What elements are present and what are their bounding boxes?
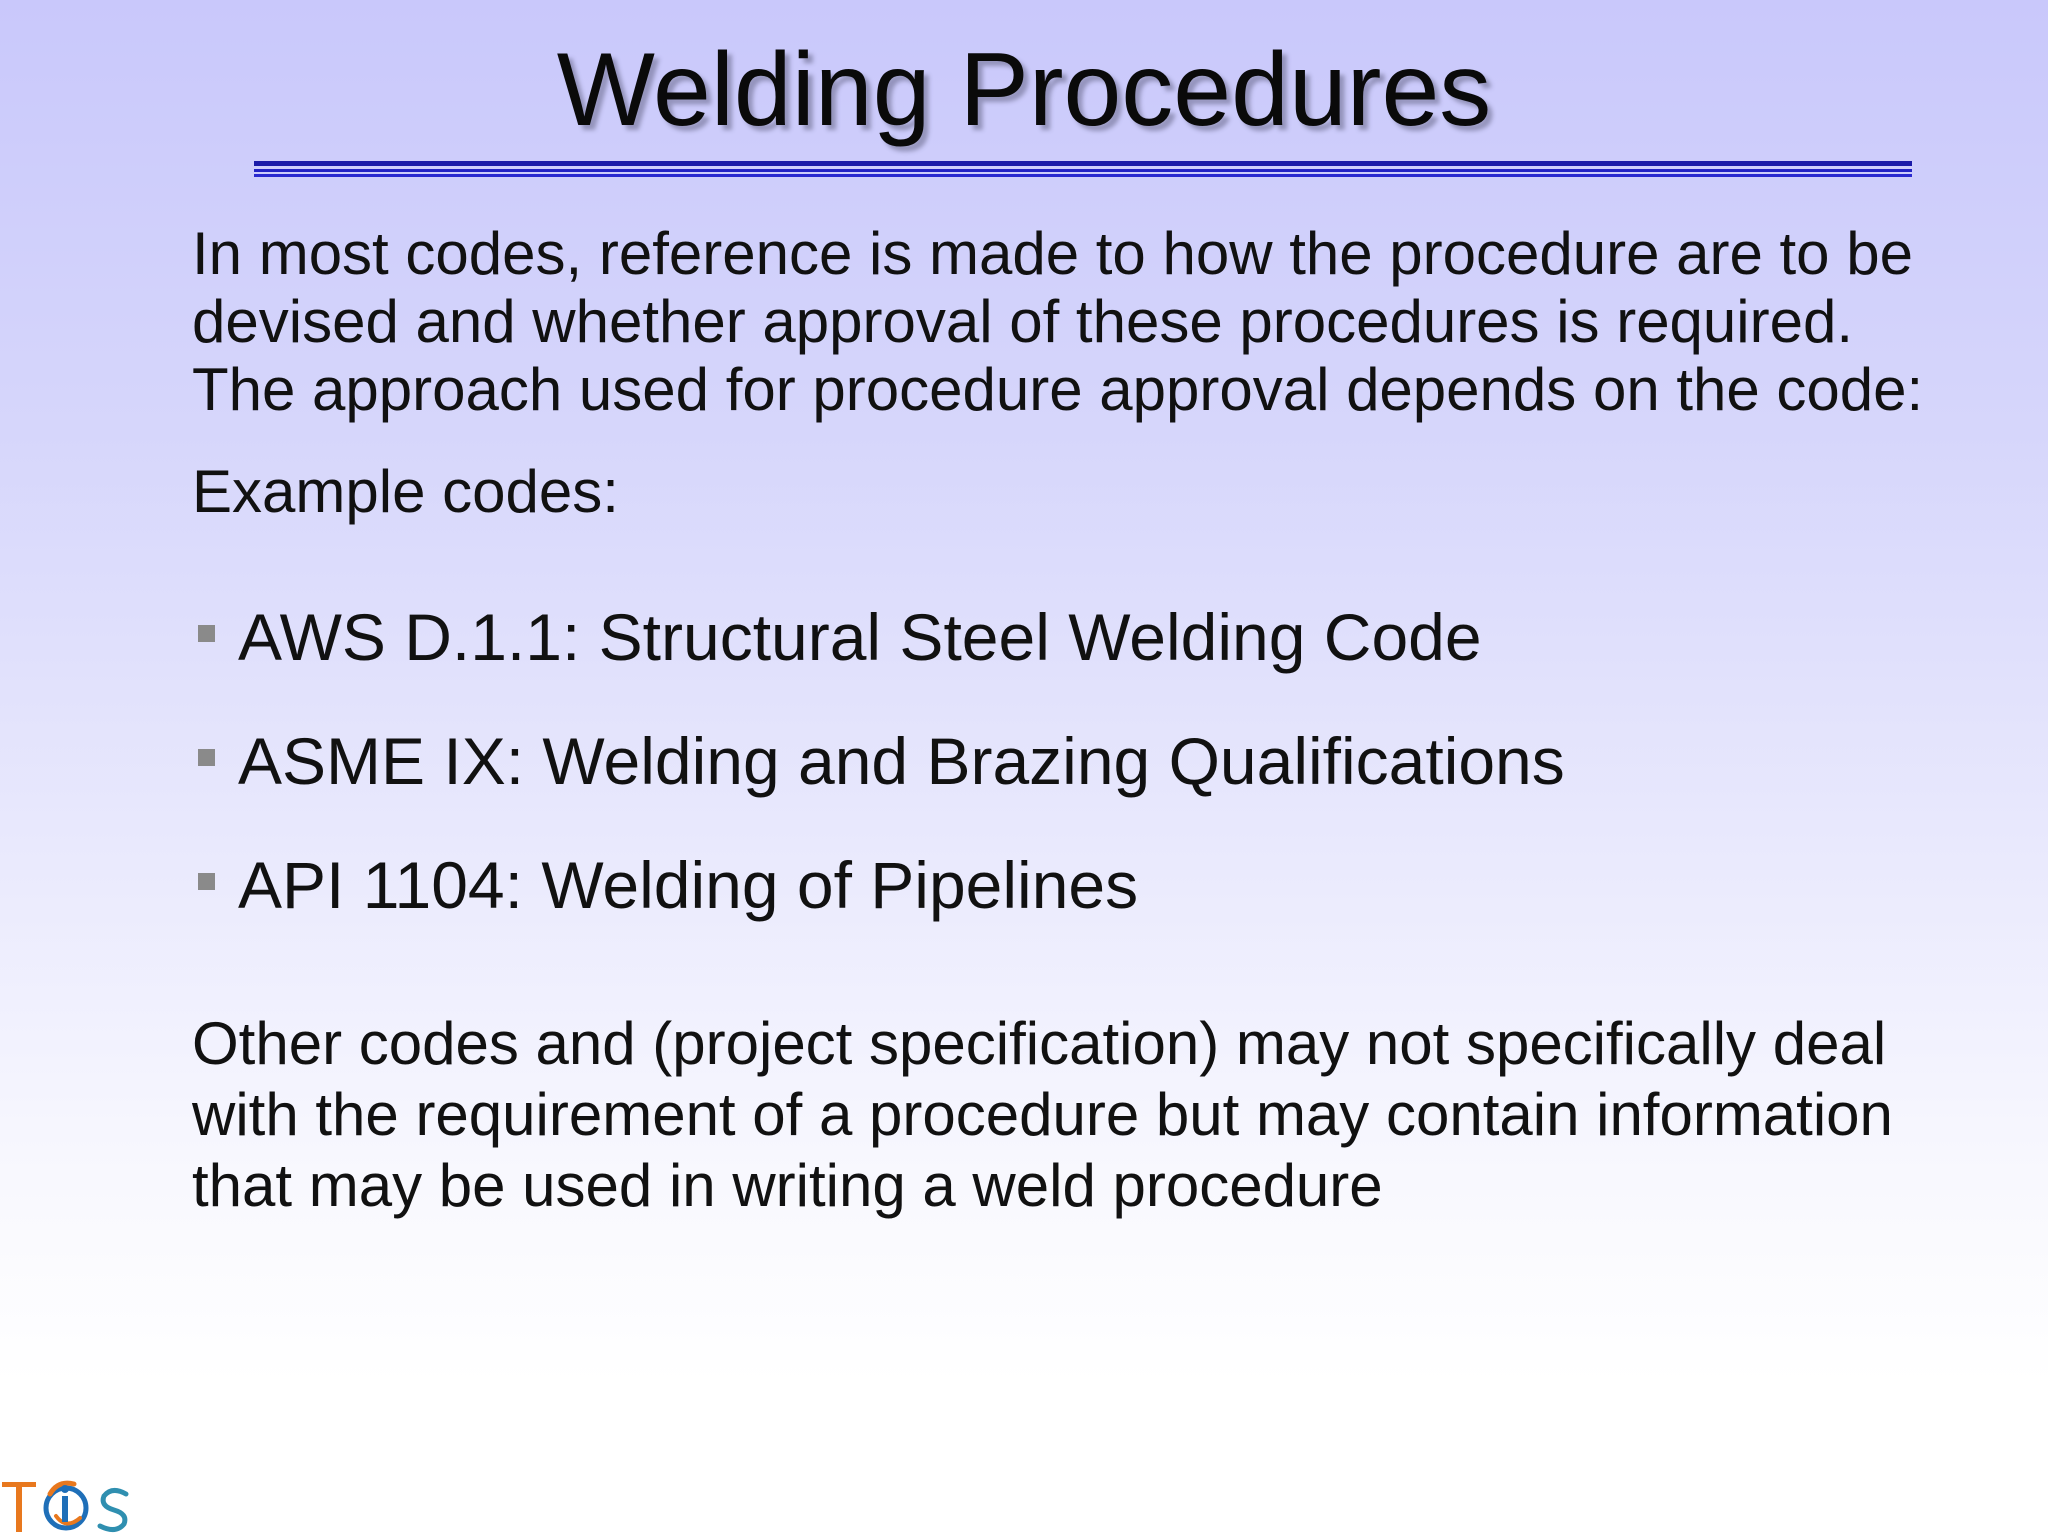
bullet-text: AWS D.1.1: Structural Steel Welding Code [238, 600, 1482, 674]
example-codes-label: Example codes: [192, 458, 619, 525]
square-bullet-icon [198, 873, 215, 890]
closing-paragraph: Other codes and (project specification) … [192, 1008, 2032, 1221]
slide-title: Welding Procedures [556, 32, 1492, 148]
closing-line: that may be used in writing a weld proce… [192, 1152, 1383, 1219]
square-bullet-icon [198, 749, 215, 766]
title-underline [254, 161, 1912, 177]
bullet-item-aws: AWS D.1.1: Structural Steel Welding Code [192, 600, 1992, 724]
title-underline-line-2 [254, 169, 1912, 172]
closing-line: with the requirement of a procedure but … [192, 1081, 1893, 1148]
code-bullet-list: AWS D.1.1: Structural Steel Welding Code… [192, 600, 1992, 972]
bullet-text: ASME IX: Welding and Brazing Qualificati… [238, 724, 1565, 798]
intro-paragraph: In most codes, reference is made to how … [192, 220, 2032, 424]
closing-line: Other codes and (project specification) … [192, 1010, 1887, 1077]
title-underline-line-3 [254, 174, 1912, 177]
title-underline-line-1 [254, 161, 1912, 166]
intro-line: devised and whether approval of these pr… [192, 288, 1854, 355]
bullet-text: API 1104: Welding of Pipelines [238, 848, 1139, 922]
square-bullet-icon [198, 625, 215, 642]
company-logo-icon [2, 1480, 129, 1532]
bullet-item-api: API 1104: Welding of Pipelines [192, 848, 1992, 972]
intro-line: The approach used for procedure approval… [192, 356, 1924, 423]
bullet-item-asme: ASME IX: Welding and Brazing Qualificati… [192, 724, 1992, 848]
intro-line: In most codes, reference is made to how … [192, 220, 1913, 287]
